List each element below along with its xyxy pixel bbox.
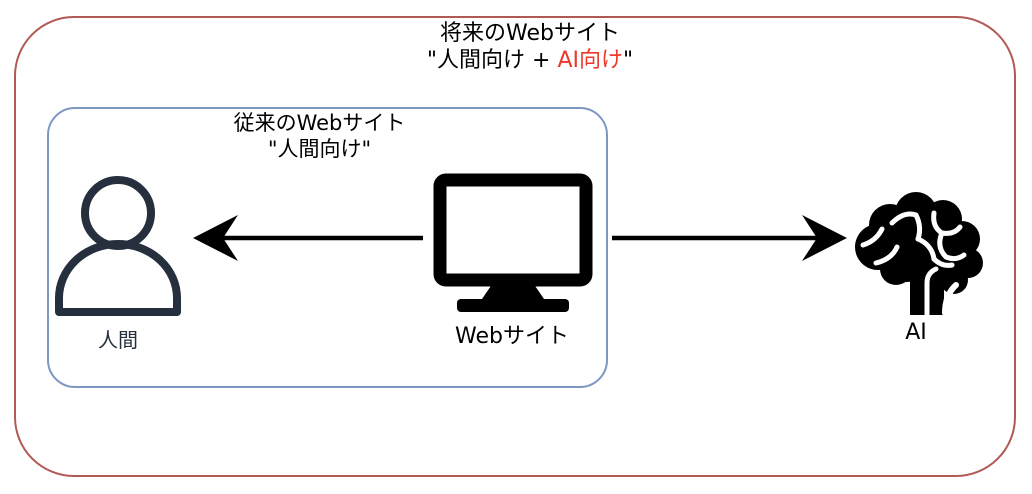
future-website-title-line2-suffix: " bbox=[622, 48, 634, 73]
future-website-title-line1: 将来のWebサイト bbox=[440, 21, 620, 46]
brain-icon bbox=[855, 192, 983, 315]
arrow-website-to-human-icon bbox=[193, 215, 423, 261]
future-website-box bbox=[14, 16, 1016, 477]
future-website-title-line2-ai-highlight: AI向け bbox=[557, 48, 623, 73]
traditional-website-title: 従来のWebサイト "人間向け" bbox=[47, 110, 592, 162]
website-label: Webサイト bbox=[455, 324, 569, 349]
future-website-title-line2: "人間向け + AI向け" bbox=[30, 47, 1030, 74]
future-website-title: 将来のWebサイト "人間向け + AI向け" bbox=[30, 20, 1030, 74]
person-icon bbox=[55, 176, 181, 316]
traditional-website-title-line1: 従来のWebサイト bbox=[233, 111, 406, 135]
arrow-website-to-ai-icon bbox=[612, 215, 847, 261]
human-label: 人間 bbox=[98, 328, 138, 352]
traditional-website-box bbox=[47, 107, 608, 388]
monitor-icon bbox=[433, 173, 593, 312]
traditional-website-title-line2: "人間向け" bbox=[267, 137, 372, 161]
ai-label: AI bbox=[905, 320, 927, 345]
future-website-title-line2-prefix: "人間向け + bbox=[426, 48, 558, 73]
